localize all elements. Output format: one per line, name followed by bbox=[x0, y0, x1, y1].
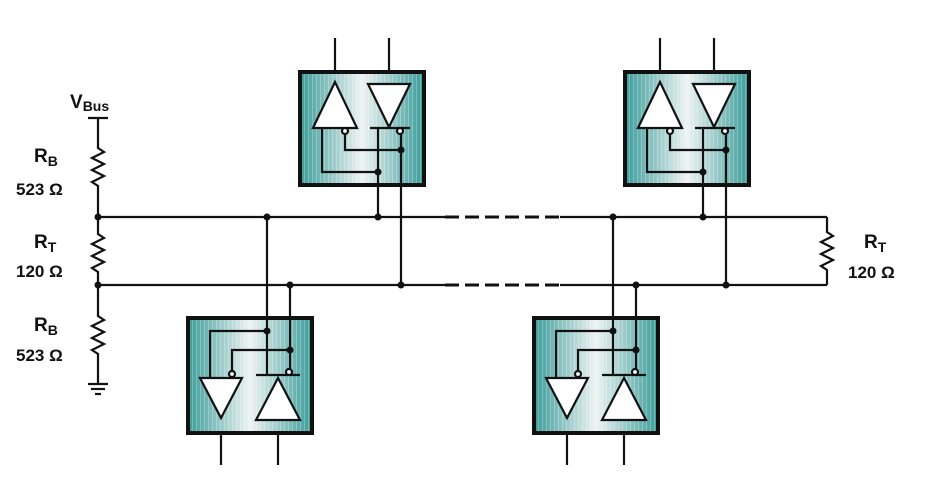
vbus-label: VBus bbox=[70, 92, 109, 114]
receiver-icon bbox=[311, 79, 359, 130]
resistor-rt-right bbox=[818, 217, 836, 285]
transceiver-bottom-2 bbox=[532, 213, 660, 465]
resistor-rb-bottom bbox=[89, 285, 107, 384]
rb-top-label: RB bbox=[34, 146, 58, 169]
driver-icon bbox=[544, 376, 590, 421]
resistor-rb-top bbox=[89, 118, 107, 217]
rb-top-value: 523 Ω bbox=[16, 180, 63, 199]
left-bias-network bbox=[88, 116, 108, 396]
ground-icon bbox=[88, 382, 108, 396]
transceiver-top-1 bbox=[298, 38, 426, 289]
driver-icon bbox=[198, 376, 244, 421]
rt-right-label: RT bbox=[864, 232, 887, 255]
driver-icon bbox=[366, 82, 412, 130]
rb-bottom-label: RB bbox=[34, 315, 58, 338]
rt-left-value: 120 Ω bbox=[16, 262, 63, 281]
driver-icon bbox=[691, 82, 737, 130]
rt-left-label: RT bbox=[34, 232, 57, 255]
rb-bottom-value: 523 Ω bbox=[16, 346, 63, 365]
receiver-icon bbox=[254, 375, 302, 422]
transceiver-bottom-1 bbox=[186, 213, 314, 465]
resistor-rt-left bbox=[89, 217, 107, 285]
rt-right-value: 120 Ω bbox=[848, 263, 895, 282]
receiver-icon bbox=[636, 79, 684, 130]
transceiver-top-2 bbox=[623, 38, 751, 289]
receiver-icon bbox=[600, 375, 648, 422]
